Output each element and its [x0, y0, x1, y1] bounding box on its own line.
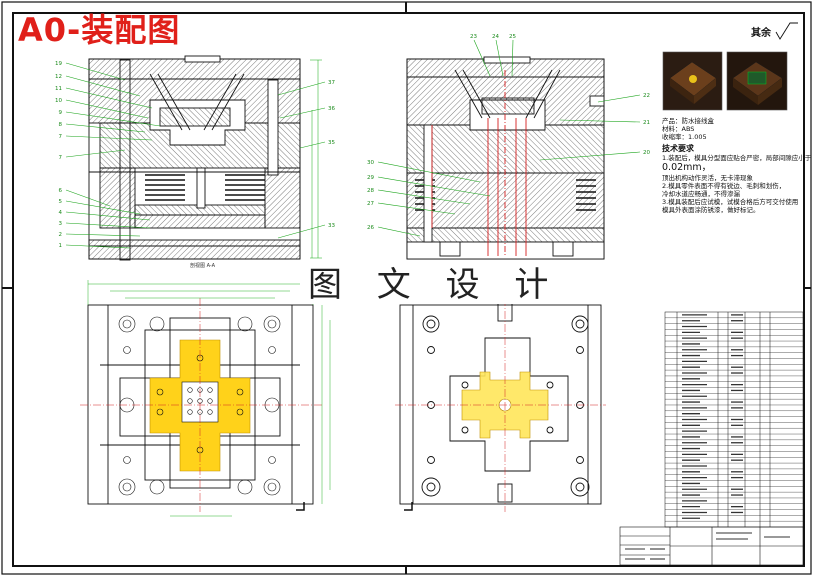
part-callout-numbers-left: 19 12 11 10 9 8 7 7 6 5 4 3 2 1 37 36 35 33 — [55, 61, 335, 249]
tech-req-2: 2.模具零件表面不得有锐边、毛刺和划伤， — [662, 182, 786, 190]
svg-text:21: 21 — [643, 120, 650, 126]
bom-rows — [665, 314, 803, 522]
svg-text:20: 20 — [643, 150, 650, 156]
product-line: 产品：防水接线盒 — [662, 117, 714, 125]
svg-text:2: 2 — [59, 232, 63, 238]
svg-text:35: 35 — [328, 140, 335, 146]
svg-text:26: 26 — [367, 225, 374, 231]
svg-text:30: 30 — [367, 160, 374, 166]
svg-text:27: 27 — [367, 201, 374, 207]
svg-text:10: 10 — [55, 98, 62, 104]
svg-text:22: 22 — [643, 93, 650, 99]
svg-text:7: 7 — [59, 134, 63, 140]
tech-req-3: 3.模具装配后应试模，试模合格后方可交付使用 — [662, 198, 799, 206]
svg-text:8: 8 — [59, 122, 63, 128]
tech-req-2b: 冷却水道应畅通，不得渗漏 — [662, 190, 740, 198]
svg-text:25: 25 — [509, 34, 516, 40]
roughness-note: 其余 — [751, 28, 771, 39]
drawing-title-stamp: A0-装配图 — [18, 11, 181, 49]
plan-view-left-centerlines — [80, 298, 322, 512]
svg-text:5: 5 — [59, 199, 63, 205]
title-block-text-lines — [625, 532, 790, 560]
leader-lines-left — [65, 62, 326, 249]
shrink-line: 收缩率：1.005 — [662, 133, 707, 141]
tech-req-1a: 1.装配后，模具分型面应贴合严密，局部间隙应小于 — [662, 154, 812, 162]
plan-view-right-centerlines — [395, 298, 606, 512]
tech-req-1b: 0.02mm， — [662, 162, 712, 173]
section-view-label: 剖视图 A-A — [190, 263, 216, 269]
watermark-banner: 图 文 设 计 — [300, 267, 569, 304]
section-cut-marker — [296, 502, 413, 511]
red-runner-lines — [431, 70, 527, 256]
part-3d-preview — [662, 51, 788, 111]
svg-text:12: 12 — [55, 74, 62, 80]
svg-text:11: 11 — [55, 86, 62, 92]
svg-text:4: 4 — [59, 210, 63, 216]
title-block — [619, 526, 804, 566]
svg-text:1: 1 — [59, 243, 63, 249]
svg-text:37: 37 — [328, 80, 335, 86]
section-view-right — [406, 56, 605, 260]
tech-heading: 技术要求 — [662, 144, 694, 153]
svg-text:33: 33 — [328, 223, 335, 229]
material-line: 材料：ABS — [662, 125, 695, 133]
plan-view-left-details — [118, 315, 281, 496]
svg-text:9: 9 — [59, 110, 63, 116]
svg-text:19: 19 — [55, 61, 62, 67]
tech-req-3b: 模具外表面涂防锈漆，做好标记。 — [662, 206, 760, 214]
roughness-symbol — [775, 22, 798, 40]
section-view-left — [88, 55, 301, 261]
leader-lines-right — [377, 39, 641, 237]
svg-text:24: 24 — [492, 34, 499, 40]
tech-req-1c: 顶出机构动作灵活，无卡滞现象 — [662, 174, 753, 182]
svg-text:29: 29 — [367, 175, 374, 181]
svg-text:28: 28 — [367, 188, 374, 194]
svg-text:3: 3 — [59, 221, 63, 227]
svg-text:6: 6 — [59, 188, 63, 194]
vertical-dimensions-left — [310, 59, 322, 259]
svg-text:36: 36 — [328, 106, 335, 112]
svg-text:23: 23 — [470, 34, 477, 40]
technical-requirements: 产品：防水接线盒 材料：ABS 收缩率：1.005 技术要求 1.装配后，模具分… — [662, 117, 812, 214]
part-callout-numbers-right: 23 24 25 30 29 28 27 26 22 21 20 — [367, 34, 650, 231]
svg-text:7: 7 — [59, 155, 63, 161]
